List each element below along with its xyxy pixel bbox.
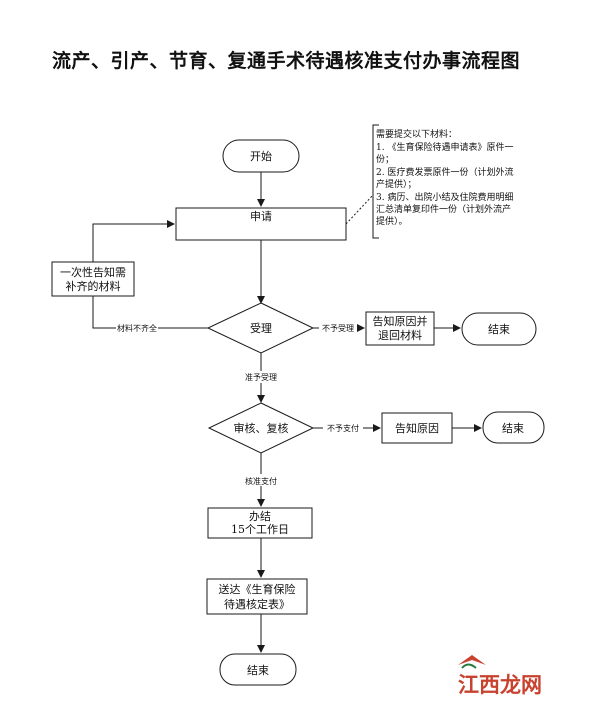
edge-label-bg — [323, 422, 363, 434]
edge-label-not-accept: 不予受理 — [322, 323, 354, 333]
accept-decision — [206, 302, 315, 354]
notify-return-label-1: 告知原因并 — [373, 314, 428, 328]
notify-return-box — [365, 311, 435, 346]
edge-label-bg — [319, 322, 357, 334]
edge-label-bg — [116, 322, 158, 334]
start-terminal — [222, 139, 300, 173]
watermark-logo: 江西龙网 — [458, 655, 542, 697]
notify-return-label-2: 退回材料 — [378, 328, 422, 342]
end3-label: 结束 — [247, 664, 269, 677]
complete-label-1: 办结 — [249, 510, 271, 523]
notify-once-box — [51, 261, 135, 297]
edge-incomplete — [92, 296, 208, 329]
page-title: 流产、引产、节育、复通手术待遇核准支付办事流程图 — [52, 50, 521, 72]
note-line-4: 2. 医疗费发票原件一份（计划外流 — [376, 166, 513, 178]
note-connector — [345, 194, 374, 225]
note-line-3: 份； — [376, 153, 394, 165]
note-bracket — [372, 124, 379, 239]
deliver-label-1: 送达《生育保险 — [219, 582, 296, 596]
edge-label-bg — [240, 474, 282, 486]
complete-label-2: 15个工作日 — [231, 523, 289, 536]
note-line-8: 提供）。 — [376, 215, 408, 227]
end3-terminal — [219, 653, 297, 686]
edge-label-accepted: 准予受理 — [245, 372, 277, 382]
edge-label-not-pay: 不予支付 — [327, 423, 359, 433]
deliver-box — [206, 578, 308, 615]
apply-label: 申请 — [250, 210, 272, 223]
review-decision — [207, 402, 315, 454]
notify-once-label-1: 一次性告知需 — [60, 265, 126, 279]
note-line-5: 产提供）； — [376, 178, 417, 190]
start-label: 开始 — [250, 149, 272, 163]
notify-once-label-2: 补齐的材料 — [66, 279, 121, 293]
note-line-2: 1. 《生育保险待遇申请表》原件一 — [376, 141, 513, 153]
note-line-1: 需要提交以下材料： — [376, 128, 457, 140]
note-line-6: 3. 病历、出院小结及住院费用明细 — [376, 191, 513, 203]
edge-label-bg — [240, 371, 282, 383]
review-label: 审核、复核 — [234, 421, 289, 435]
edge-notify-apply — [92, 220, 175, 262]
deliver-label-2: 待遇核定表》 — [224, 597, 290, 611]
end1-terminal — [461, 312, 537, 346]
edge-label-incomplete: 材料不齐全 — [117, 323, 157, 333]
end2-terminal — [482, 411, 545, 444]
accept-label: 受理 — [250, 322, 272, 335]
watermark-text: 江西龙网 — [458, 673, 542, 697]
note-line-7: 汇总清单复印件一份（计划外流产 — [376, 203, 511, 215]
end1-label: 结束 — [488, 323, 510, 336]
notify-reason-box — [381, 412, 453, 444]
apply-box — [175, 207, 347, 241]
edge-label-approved: 核准支付 — [245, 476, 277, 486]
notify-reason-label: 告知原因 — [395, 421, 439, 435]
complete-box — [207, 507, 313, 539]
end2-label: 结束 — [502, 422, 524, 435]
